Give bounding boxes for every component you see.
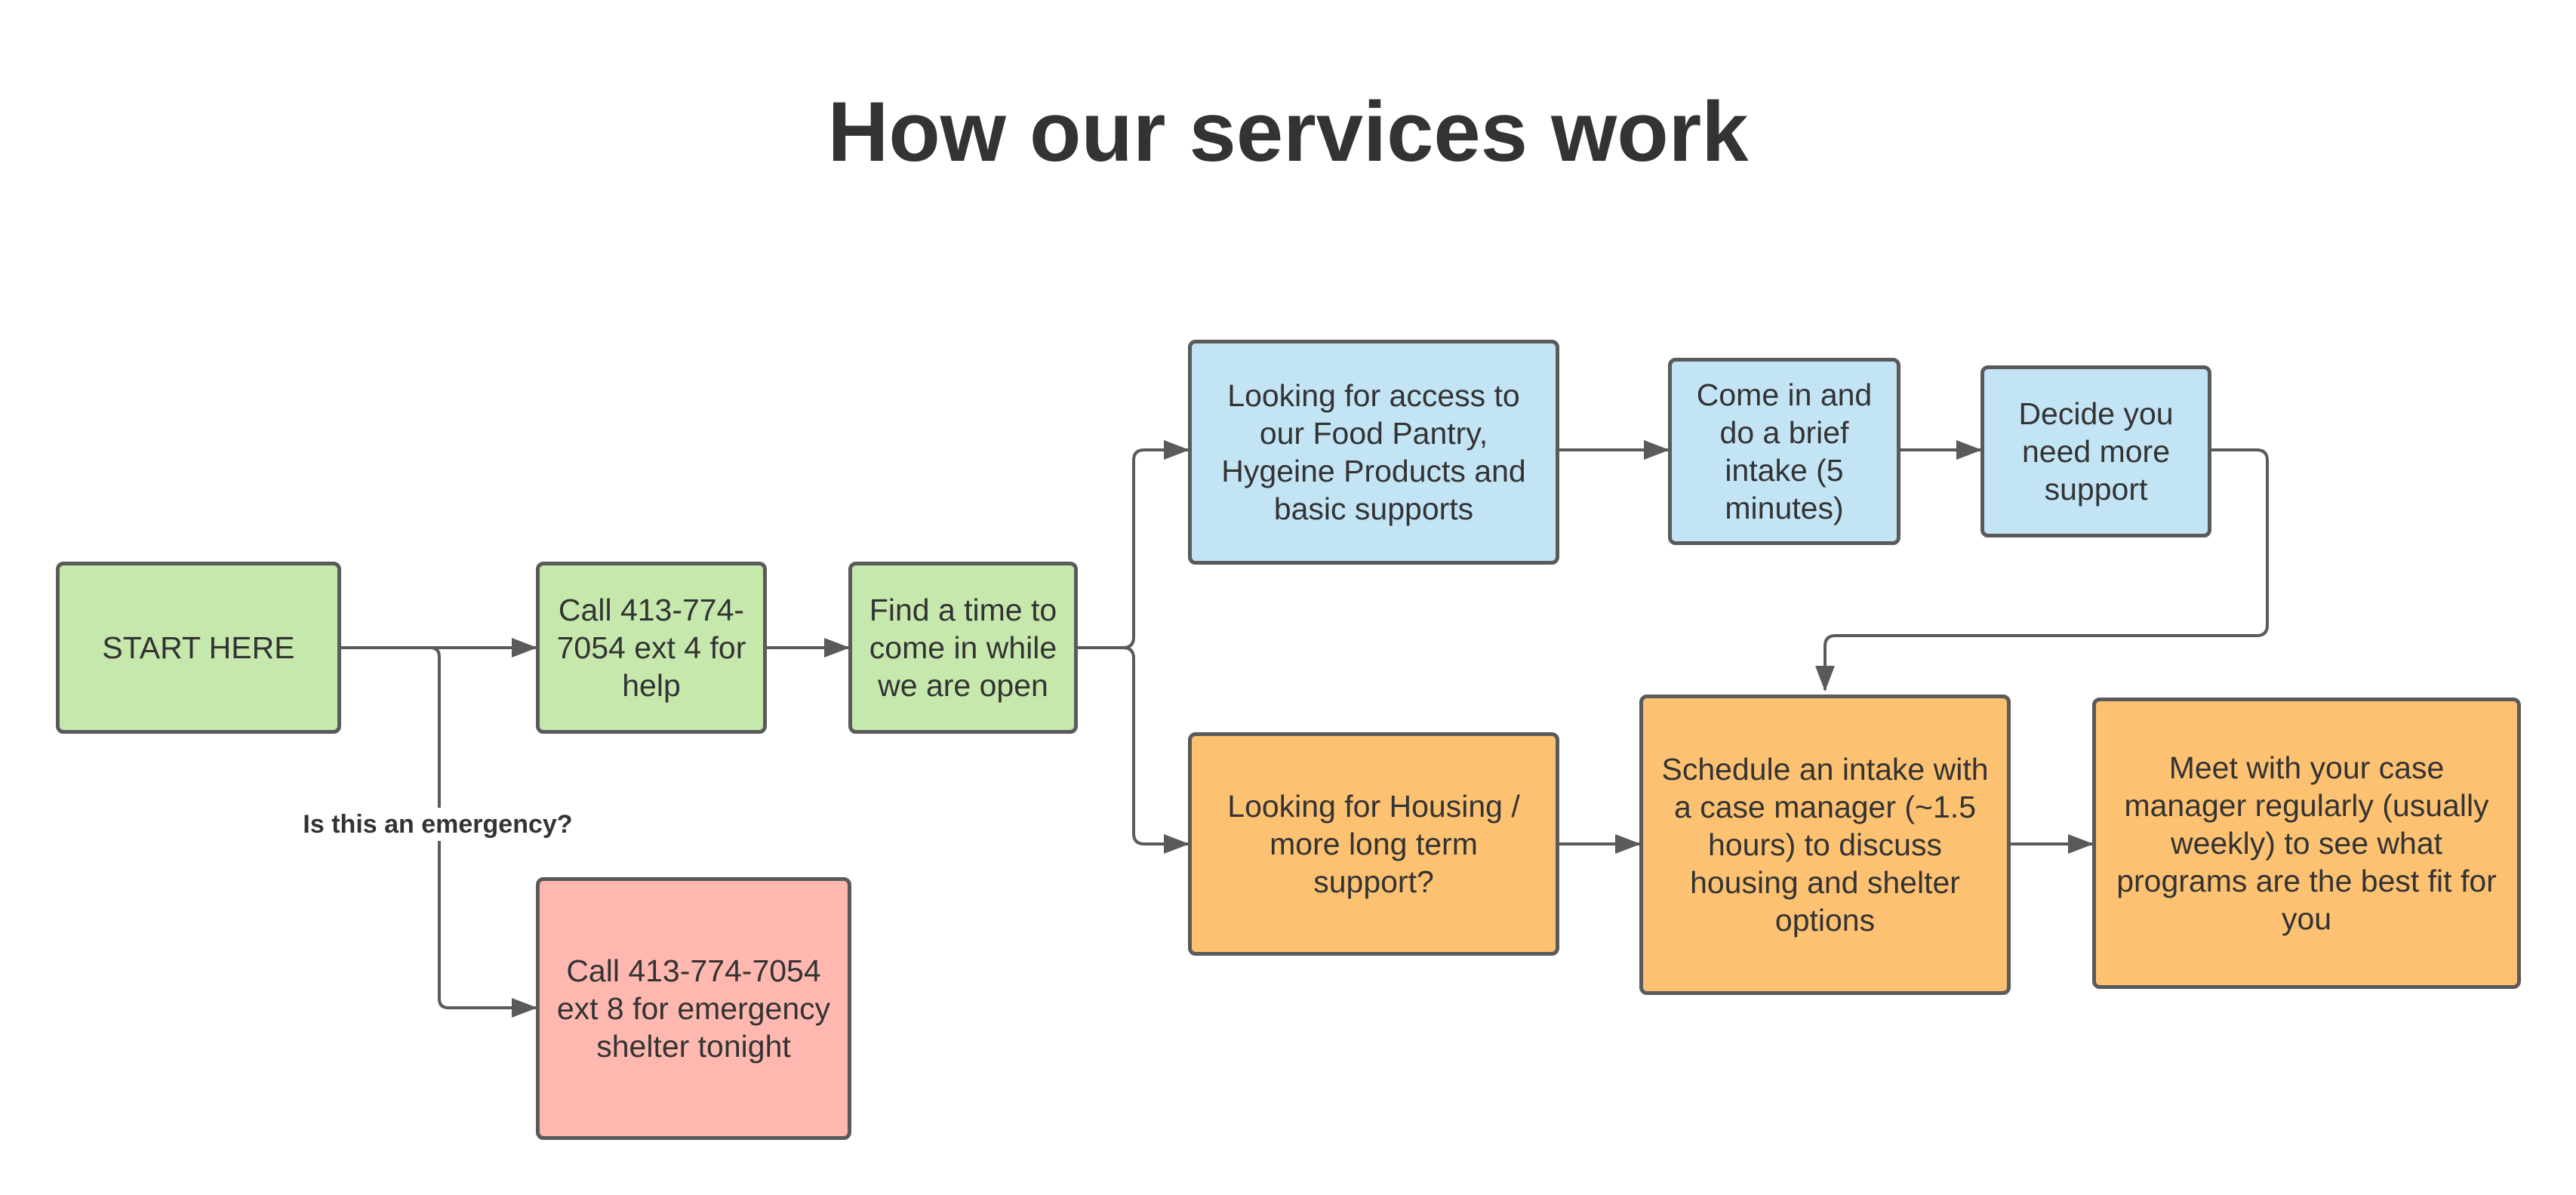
- node-call-help: Call 413-774-7054 ext 4 for help: [536, 562, 767, 734]
- node-housing-label: Looking for Housing / more long term sup…: [1227, 789, 1520, 899]
- node-emergency-call: Call 413-774-7054 ext 8 for emergency sh…: [536, 877, 851, 1140]
- edge-findtime-to-housing: [1078, 646, 1190, 854]
- node-brief-intake-label: Come in and do a brief intake (5 minutes…: [1696, 377, 1873, 525]
- node-food-pantry-label: Looking for access to our Food Pantry, H…: [1221, 378, 1526, 526]
- edge-findtime-to-food: [1078, 440, 1190, 649]
- node-find-time: Find a time to come in while we are open: [848, 562, 1078, 734]
- edge-label-emergency: Is this an emergency?: [294, 808, 581, 841]
- node-find-time-label: Find a time to come in while we are open: [869, 593, 1057, 703]
- node-food-pantry: Looking for access to our Food Pantry, H…: [1188, 340, 1559, 565]
- node-housing: Looking for Housing / more long term sup…: [1188, 732, 1559, 956]
- node-call-help-label: Call 413-774-7054 ext 4 for help: [556, 593, 746, 703]
- node-schedule-intake-label: Schedule an intake with a case manager (…: [1661, 752, 1989, 938]
- node-schedule-intake: Schedule an intake with a case manager (…: [1639, 695, 2011, 995]
- node-meet-manager-label: Meet with your case manager regularly (u…: [2116, 750, 2497, 936]
- node-emergency-call-label: Call 413-774-7054 ext 8 for emergency sh…: [556, 953, 831, 1064]
- node-brief-intake: Come in and do a brief intake (5 minutes…: [1668, 358, 1900, 545]
- node-start-here: START HERE: [56, 562, 341, 734]
- node-start-here-label: START HERE: [102, 630, 295, 665]
- node-meet-manager: Meet with your case manager regularly (u…: [2092, 698, 2521, 989]
- edge-decide-to-schedule: [1815, 448, 2269, 691]
- diagram-title: How our services work: [827, 85, 1749, 179]
- node-decide-support-label: Decide you need more support: [2018, 396, 2174, 507]
- node-decide-support: Decide you need more support: [1980, 365, 2211, 537]
